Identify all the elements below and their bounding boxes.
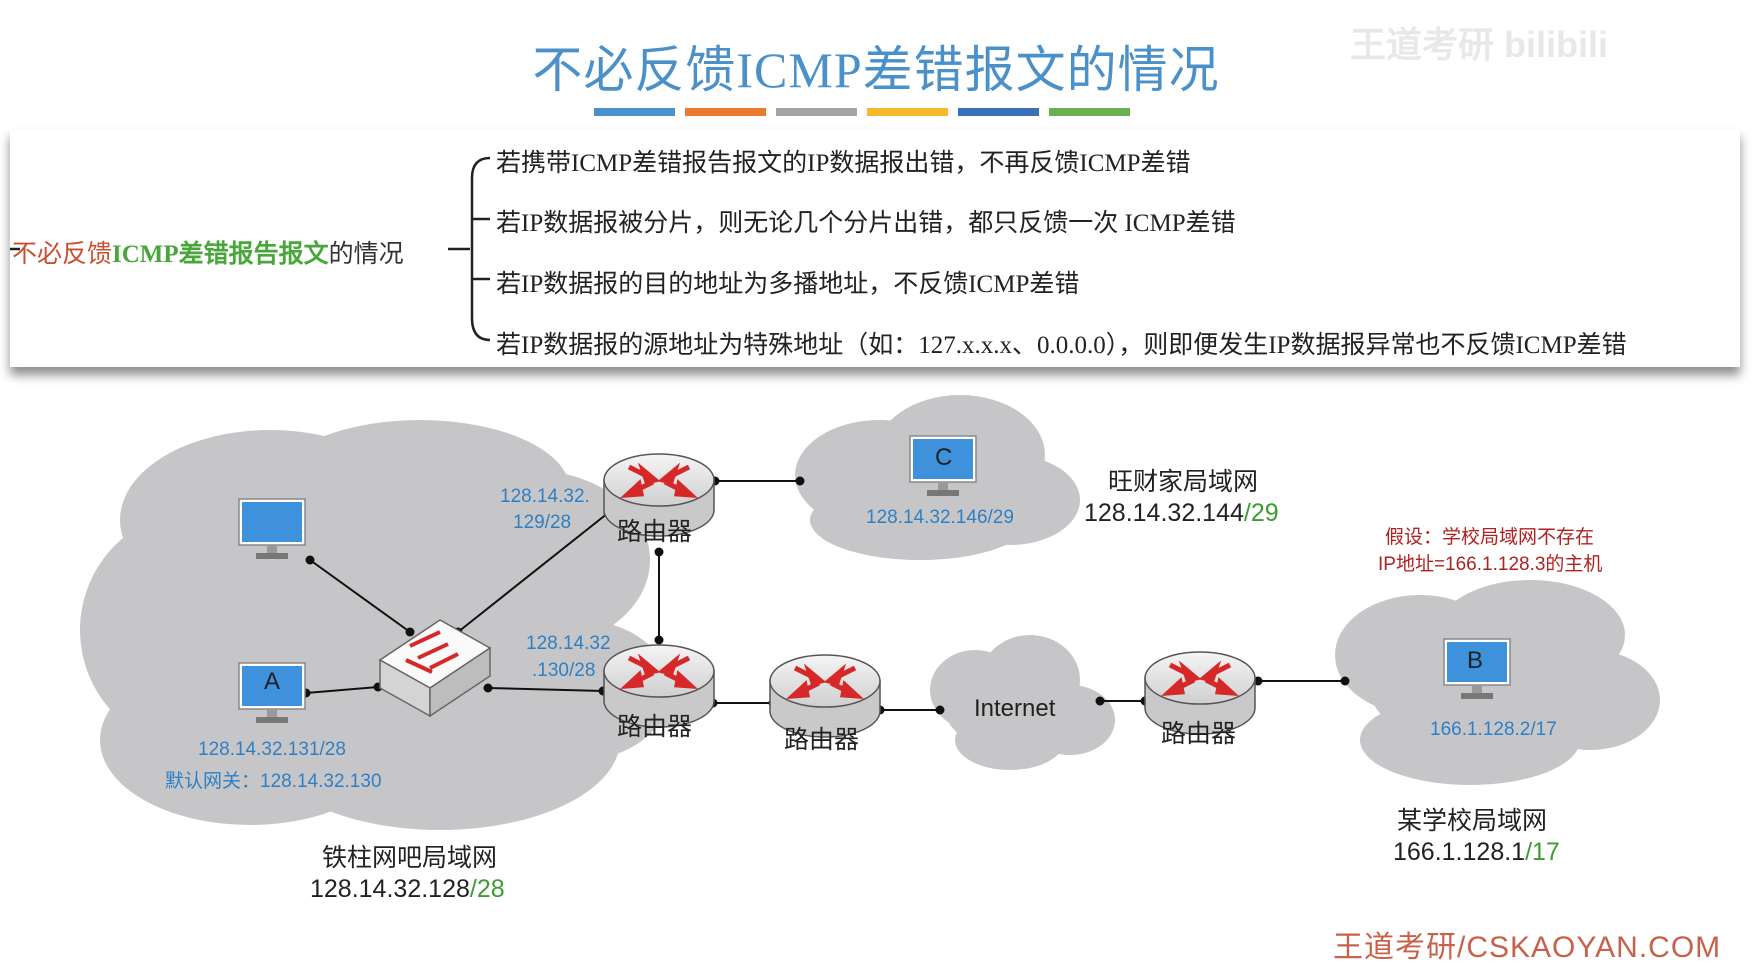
computer-icon xyxy=(238,662,306,723)
host-b-label: B xyxy=(1467,647,1484,674)
rule-item: 若IP数据报的源地址为特殊地址（如：127.x.x.x、0.0.0.0），则即便… xyxy=(496,332,1627,359)
router-label: 路由器 xyxy=(784,726,860,754)
label-prefix: 不必反馈 xyxy=(12,241,113,268)
network-mask: /28 xyxy=(469,875,505,903)
host-a-ip: 128.14.32.131/28 xyxy=(198,739,346,760)
page-title: 不必反馈ICMP差错报文的情况 xyxy=(532,42,1220,98)
router-label: 路由器 xyxy=(617,713,693,741)
color-bar xyxy=(958,108,1039,116)
r1-ip-label: 129/28 xyxy=(513,512,572,533)
title-color-bars xyxy=(594,108,1130,116)
router-label: 路由器 xyxy=(1161,720,1237,748)
host-c-ip: 128.14.32.146/29 xyxy=(866,507,1014,528)
label-suffix: 的情况 xyxy=(328,241,404,268)
b-lan-name: 某学校局域网 xyxy=(1397,807,1548,835)
r2-ip-label: 128.14.32 xyxy=(526,633,611,654)
color-bar xyxy=(867,108,948,116)
router-icon xyxy=(1144,651,1256,735)
card-main-label: 不必反馈ICMP差错报告报文的情况 xyxy=(12,234,404,270)
color-bar xyxy=(776,108,857,116)
router-icon xyxy=(603,453,715,537)
internet-label: Internet xyxy=(974,695,1056,722)
assumption-note: IP地址=166.1.128.3的主机 xyxy=(1378,554,1603,575)
color-bar xyxy=(685,108,766,116)
rule-item: 若IP数据报的目的地址为多播地址，不反馈ICMP差错 xyxy=(496,271,1080,298)
router-label: 路由器 xyxy=(617,518,693,546)
router-icon xyxy=(769,654,881,738)
host-a-label: A xyxy=(264,668,281,695)
card-brace xyxy=(10,156,491,342)
left-lan-name: 铁柱网吧局域网 xyxy=(322,844,498,872)
color-bar xyxy=(1049,108,1130,116)
diagram-canvas xyxy=(10,156,1660,830)
rules-card xyxy=(10,129,1740,367)
computer-icon xyxy=(909,435,977,496)
network-address: 128.14.32.128 xyxy=(310,875,470,903)
host-c-label: C xyxy=(935,444,953,471)
router-icon xyxy=(603,644,715,728)
internet-cloud xyxy=(930,635,1115,770)
assumption-note: 假设：学校局域网不存在 xyxy=(1385,527,1595,548)
color-bar xyxy=(594,108,675,116)
footer-brand: 王道考研/CSKAOYAN.COM xyxy=(1333,931,1722,964)
network-address: 128.14.32.144 xyxy=(1084,499,1244,527)
r1-ip-label: 128.14.32. xyxy=(500,486,590,507)
network-mask: /29 xyxy=(1243,499,1279,527)
left-lan-network: 128.14.32.128/28 xyxy=(310,875,505,904)
network-mask: /17 xyxy=(1525,838,1560,866)
rule-item: 若携带ICMP差错报告报文的IP数据报出错，不再反馈ICMP差错 xyxy=(496,150,1191,177)
switch-icon xyxy=(378,619,492,718)
host-b-ip: 166.1.128.2/17 xyxy=(1430,719,1557,740)
watermark: 王道考研 bilibili xyxy=(1350,24,1608,65)
rule-item: 若IP数据报被分片，则无论几个分片出错，都只反馈一次 ICMP差错 xyxy=(496,210,1236,237)
c-lan-network: 128.14.32.144/29 xyxy=(1084,499,1279,528)
label-highlight: ICMP差错报告报文 xyxy=(112,241,329,268)
network-address: 166.1.128.1 xyxy=(1393,838,1526,866)
c-lan-name: 旺财家局域网 xyxy=(1108,468,1259,496)
computer-icon xyxy=(1443,638,1511,699)
r2-ip-label: .130/28 xyxy=(532,660,596,681)
b-lan-network: 166.1.128.1/17 xyxy=(1393,838,1560,867)
host-a-gateway: 默认网关：128.14.32.130 xyxy=(165,771,382,792)
computer-icon xyxy=(238,498,306,559)
